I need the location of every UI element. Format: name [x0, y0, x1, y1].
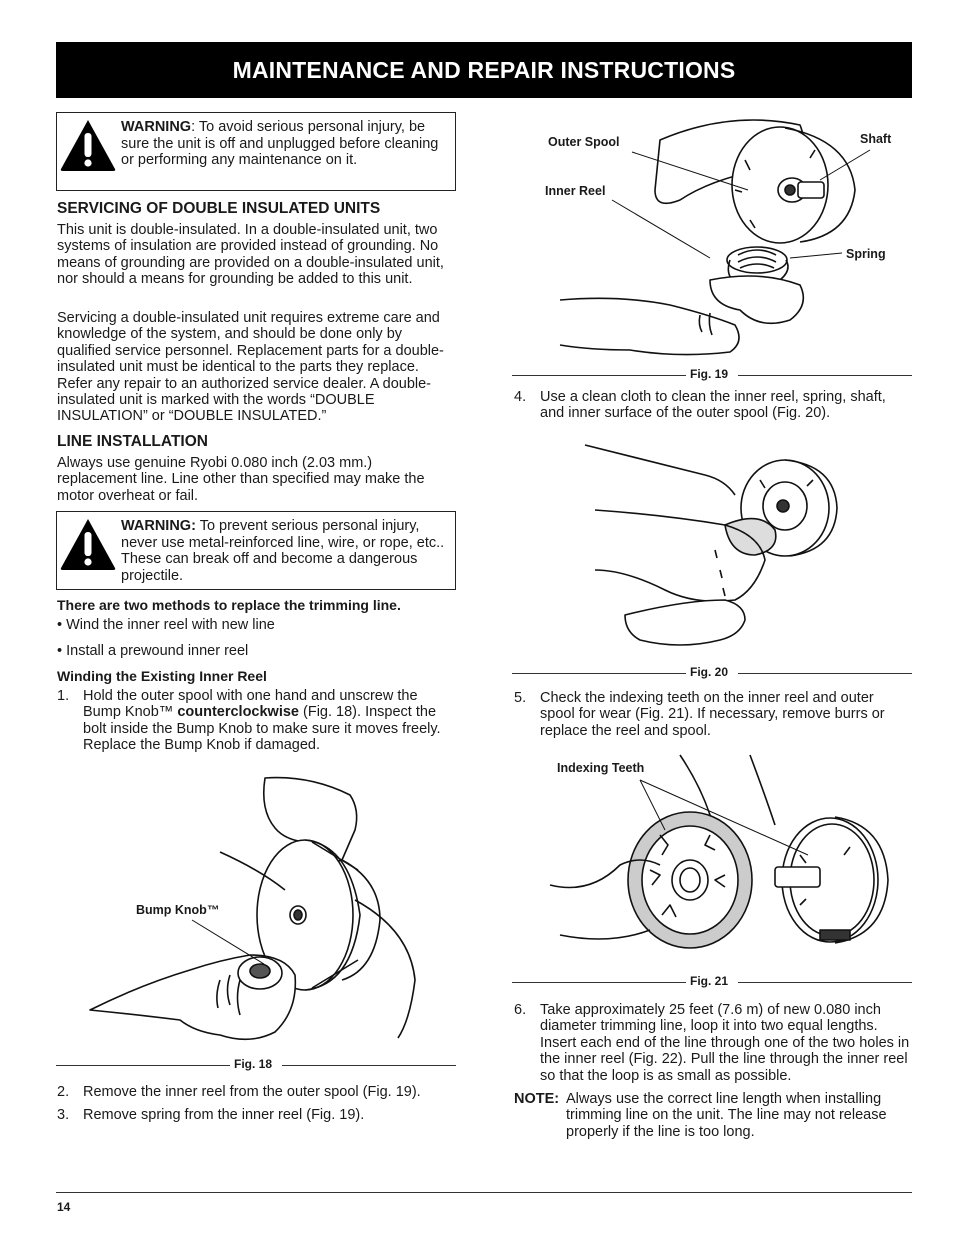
callout-leader: [191, 919, 265, 965]
callout-leaders: [611, 149, 871, 259]
fig20-illustration: [584, 444, 838, 646]
step-text: Hold the outer spool with one hand and u…: [83, 688, 418, 721]
step-text: Remove the inner reel from the outer spo…: [83, 1084, 421, 1100]
fig18-illustration: [89, 776, 416, 1041]
step-text: Use a clean cloth to clean the inner ree…: [540, 389, 886, 422]
note-text: Always use the correct line length when …: [566, 1091, 887, 1140]
methods-heading: There are two methods to replace the tri…: [57, 597, 401, 613]
step-number: 4.: [514, 389, 527, 405]
callout-outer-spool: Outer Spool: [548, 135, 620, 149]
step-number: 6.: [514, 1002, 527, 1018]
paragraph: Always use genuine Ryobi 0.080 inch (2.0…: [57, 455, 425, 504]
figure-caption: Fig. 18: [56, 1057, 456, 1071]
callout-shaft: Shaft: [860, 132, 892, 146]
page-title: MAINTENANCE AND REPAIR INSTRUCTIONS: [56, 42, 912, 98]
warning-box-unplug: WARNING: To avoid serious personal injur…: [56, 112, 456, 191]
step-text: Remove spring from the inner reel (Fig. …: [83, 1107, 365, 1123]
step-number: 1.: [57, 688, 70, 704]
section-heading: SERVICING OF DOUBLE INSULATED UNITS: [57, 200, 381, 217]
step-text: Check the indexing teeth on the inner re…: [540, 690, 885, 739]
bullet-item: • Install a prewound inner reel: [57, 643, 249, 659]
warning-label: WARNING: [121, 119, 192, 135]
warning-triangle-icon: [60, 120, 116, 171]
step-text-bold: counterclockwise: [177, 704, 299, 721]
warning-triangle-icon: [60, 519, 116, 570]
fig21-illustration: [549, 754, 889, 949]
step-number: 5.: [514, 690, 527, 706]
paragraph: Servicing a double-insulated unit requir…: [57, 310, 444, 425]
warning-text: : To avoid serious personal injury, be s…: [121, 119, 439, 168]
fig19-illustration: [559, 119, 856, 356]
step-text: Take approximately 25 feet (7.6 m) of ne…: [540, 1002, 910, 1084]
subheading: Winding the Existing Inner Reel: [57, 668, 267, 684]
figure-caption: Fig. 21: [512, 974, 912, 988]
note-label: NOTE:: [514, 1091, 560, 1107]
callout-spring: Spring: [846, 247, 886, 261]
paragraph: This unit is double-insulated. In a doub…: [57, 222, 444, 288]
step-text: (Fig. 18). Inspect the bolt inside the B…: [83, 704, 441, 754]
warning-box-line: WARNING: To prevent serious personal inj…: [56, 511, 456, 590]
page-number: 14: [57, 1200, 71, 1214]
warning-text: To prevent serious personal injury, neve…: [121, 518, 445, 584]
warning-label: WARNING:: [121, 518, 196, 534]
callout-leaders: [639, 779, 809, 856]
footer-divider: [56, 1192, 912, 1193]
bullet-item: • Wind the inner reel with new line: [57, 617, 275, 633]
section-heading: LINE INSTALLATION: [57, 433, 208, 450]
callout-inner-reel: Inner Reel: [545, 184, 606, 198]
figure-caption: Fig. 19: [512, 367, 912, 381]
figure-caption: Fig. 20: [512, 665, 912, 679]
step-number: 3.: [57, 1107, 70, 1123]
callout-indexing-teeth: Indexing Teeth: [557, 761, 645, 775]
callout-bump-knob: Bump Knob™: [136, 903, 220, 917]
step-number: 2.: [57, 1084, 70, 1100]
